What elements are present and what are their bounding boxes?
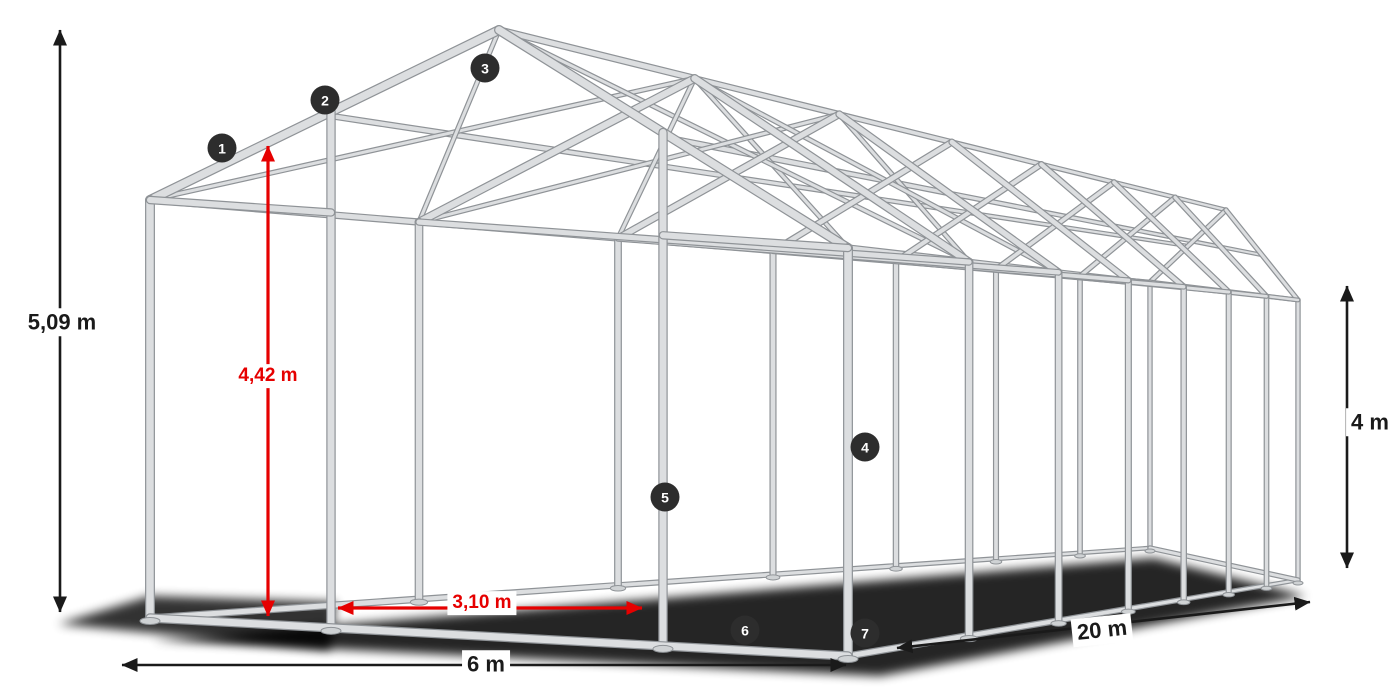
dimension-label-total-height: 5,09 m [22,308,102,336]
frame-tube [616,572,775,588]
frame-tube [771,564,898,576]
base-plate [765,574,781,581]
dimension-label-door-width: 3,10 m [447,591,517,615]
base-plate [1144,548,1156,554]
frame-tube [994,551,1082,561]
frame-tube [770,139,955,254]
base-plate [320,626,342,635]
base-plate [609,584,627,592]
frame-tube [147,197,334,216]
frame-tube [1219,245,1263,256]
frame-tube [949,139,1131,283]
frame-tube [950,140,1043,166]
frame-tube [894,557,998,568]
frame-tube [1173,196,1228,212]
frame-tube [1173,195,1269,299]
base-plate [1292,580,1304,586]
frame-tube [692,76,842,117]
base-plate [1074,553,1086,559]
part-marker-3: 3 [470,53,500,83]
base-plate [139,617,161,625]
frame-tube [893,162,1044,264]
part-marker-1: 1 [207,133,237,163]
frame-tube [693,76,1061,274]
frame-tube [837,112,954,144]
frame-tube [947,191,1042,213]
dimension-label-inner-height: 4,42 m [233,364,303,388]
frame-tube [1112,181,1177,199]
part-marker-6: 6 [730,615,760,645]
part-marker-7: 7 [850,618,880,648]
frame-tube [1053,224,1129,238]
frame-tube [660,232,851,251]
base-plate [652,644,674,653]
frame-tube [1112,180,1231,294]
frame-tube [416,219,972,265]
frame-tube [496,27,698,81]
frame-tube [1148,546,1300,582]
frame-tube [691,75,973,266]
base-plate [989,559,1003,565]
frame-tube [497,28,971,264]
frame-tube [146,614,852,660]
part-marker-4: 4 [850,432,880,462]
base-plate [1260,585,1273,591]
frame-tube [146,26,503,204]
part-marker-5: 5 [650,482,680,512]
dimension-label-side-height: 4 m [1346,408,1394,436]
frame-tube [616,76,697,240]
dimension-label-width: 6 m [462,650,510,678]
part-marker-2: 2 [310,85,340,115]
frame-tube [1039,162,1116,184]
frame-tube [1038,209,1114,227]
base-plate [889,565,903,572]
frame-tube [1227,584,1268,593]
frame-tube [1224,208,1300,302]
frame-tube [1039,162,1186,289]
frame-tube [1078,546,1152,555]
frame-tube [495,26,852,252]
frame-tube [415,75,698,226]
frame-tube [836,111,1062,276]
frame-tube [1111,224,1173,239]
